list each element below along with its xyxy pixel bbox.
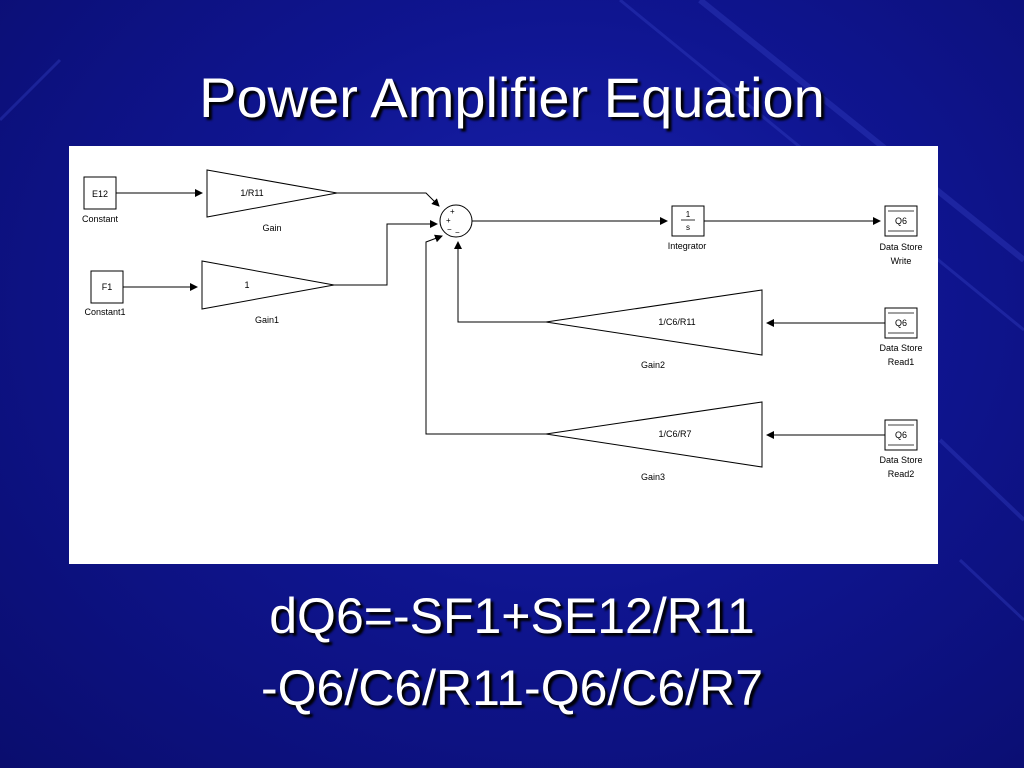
gain3-block[interactable]: 1/C6/R7 (545, 401, 763, 468)
integrator-caption: Integrator (668, 241, 707, 251)
data-store-read2-caption-2: Read2 (888, 469, 915, 479)
sum-sign-4: − (455, 228, 460, 237)
data-store-read2-caption-1: Data Store (879, 455, 922, 465)
data-store-write-block[interactable]: Q6 (884, 205, 918, 237)
line-gain2-to-sum (454, 241, 546, 323)
gain-caption: Gain (262, 223, 281, 233)
constant-value: E12 (92, 189, 108, 199)
data-store-read2-block[interactable]: Q6 (884, 419, 918, 451)
data-store-write-value: Q6 (895, 216, 907, 226)
integrator-numerator: 1 (686, 210, 691, 219)
signal-lines (116, 189, 885, 439)
data-store-read1-caption-1: Data Store (879, 343, 922, 353)
gain2-value: 1/C6/R11 (658, 317, 695, 327)
data-store-read1-caption-2: Read1 (888, 357, 915, 367)
data-store-write-caption-1: Data Store (879, 242, 922, 252)
gain2-block[interactable]: 1/C6/R11 (545, 289, 763, 356)
data-store-read2-value: Q6 (895, 430, 907, 440)
integrator-denominator: s (686, 223, 690, 232)
data-store-read1-value: Q6 (895, 318, 907, 328)
sum-sign-2: + (446, 216, 451, 225)
line-gain-to-sum (337, 192, 440, 207)
line-gain1-to-sum (334, 220, 438, 286)
sum-block[interactable]: + + − − (439, 204, 473, 238)
data-store-read1-block[interactable]: Q6 (884, 307, 918, 339)
constant-caption: Constant (82, 214, 119, 224)
gain1-value: 1 (244, 280, 249, 290)
gain3-value: 1/C6/R7 (658, 429, 691, 439)
constant1-block[interactable]: F1 (90, 270, 124, 304)
gain2-caption: Gain2 (641, 360, 665, 370)
equation-line-1: dQ6=-SF1+SE12/R11 (269, 588, 755, 644)
gain1-block[interactable]: 1 (201, 260, 335, 310)
integrator-block[interactable]: 1 s (671, 205, 705, 237)
gain-block[interactable]: 1/R11 (206, 169, 338, 218)
line-gain3-to-sum (425, 234, 546, 435)
gain3-caption: Gain3 (641, 472, 665, 482)
simulink-diagram: E12 Constant F1 Constant1 1/R11 Gain 1 G… (69, 146, 938, 564)
gain-value: 1/R11 (240, 188, 263, 198)
equation-line-2: -Q6/C6/R11-Q6/C6/R7 (260, 660, 764, 716)
slide-title: Power Amplifier Equation (199, 66, 825, 129)
constant1-caption: Constant1 (84, 307, 125, 317)
sum-sign-3: − (447, 225, 452, 234)
data-store-write-caption-2: Write (891, 256, 912, 266)
constant1-value: F1 (102, 282, 113, 292)
constant-block[interactable]: E12 (83, 176, 117, 210)
gain1-caption: Gain1 (255, 315, 279, 325)
sum-sign-1: + (450, 207, 455, 216)
